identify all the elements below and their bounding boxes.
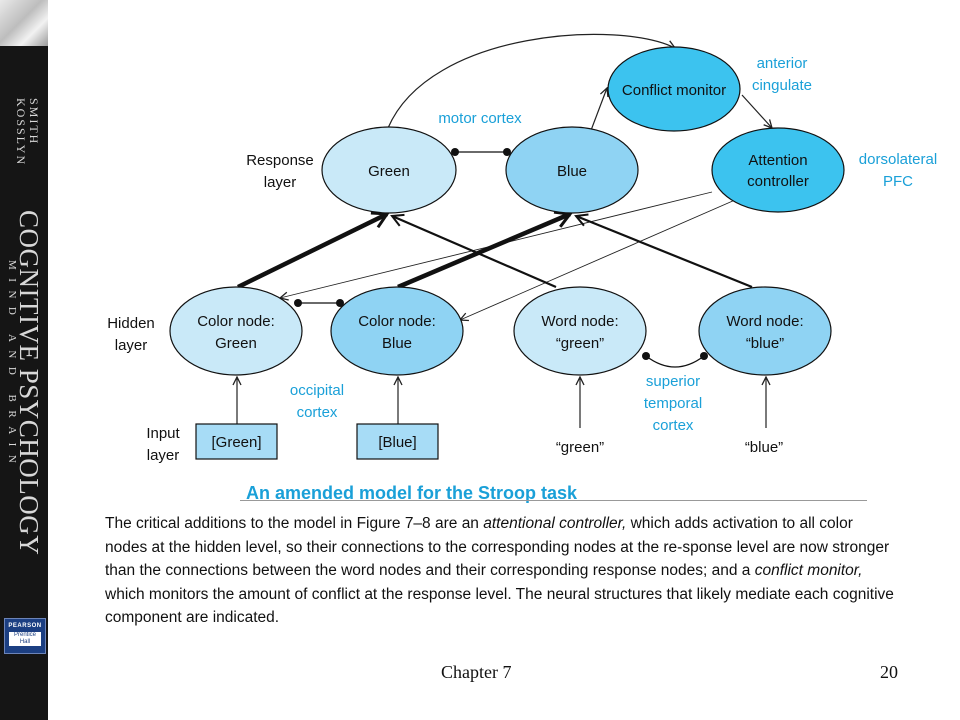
footer-page-number: 20: [880, 662, 898, 682]
node-response-green: Green: [321, 126, 457, 214]
node-attention-controller: Attention controller: [711, 127, 845, 213]
arrow-word-blue-to-response-blue: [576, 216, 753, 289]
publisher-logo: PEARSON Prentice Hall: [4, 618, 46, 654]
hidden-layer-label-1: Hidden: [107, 315, 155, 332]
response-layer-label-2: layer: [264, 174, 297, 191]
response-layer-label-1: Response: [246, 152, 314, 169]
hidden-layer-label-2: layer: [115, 337, 148, 354]
figure-title: An amended model for the Stroop task: [246, 483, 578, 503]
region-superior-2: temporal: [644, 395, 702, 412]
color-green-label-2: Green: [215, 335, 257, 352]
footer-chapter: Chapter 7: [441, 662, 512, 682]
figure-title-rule: [240, 500, 867, 501]
caption-text-1: The critical additions to the model in F…: [105, 515, 484, 532]
arrow-conflict-to-attention: [741, 94, 772, 128]
input-word-blue: “blue”: [745, 439, 783, 456]
color-green-label-1: Color node:: [197, 313, 275, 330]
inhibition-dot: [503, 148, 511, 156]
region-occipital-2: cortex: [297, 404, 338, 421]
figure-caption: The critical additions to the model in F…: [105, 512, 895, 630]
word-green-label-1: Word node:: [541, 313, 618, 330]
imprint-line-1: Prentice: [13, 632, 36, 638]
input-green-label: [Green]: [211, 434, 261, 451]
input-blue-label: [Blue]: [378, 434, 416, 451]
color-blue-label-1: Color node:: [358, 313, 436, 330]
region-anterior-1: anterior: [757, 55, 808, 72]
attention-controller-label-1: Attention: [748, 152, 807, 169]
conflict-monitor-label: Conflict monitor: [622, 82, 726, 99]
input-box-blue: [Blue]: [356, 423, 439, 460]
input-word-green: “green”: [556, 439, 604, 456]
inhibition-dot: [451, 148, 459, 156]
word-blue-label-1: Word node:: [726, 313, 803, 330]
node-color-blue: Color node: Blue: [330, 286, 464, 376]
inhibition-dot: [294, 299, 302, 307]
word-blue-label-2: “blue”: [746, 335, 784, 352]
spine-cover-image: [0, 0, 48, 46]
arc-green-to-conflict: [387, 33, 675, 129]
input-layer-label-2: layer: [147, 447, 180, 464]
publisher-imprint: Prentice Hall: [9, 632, 41, 646]
imprint-line-2: Hall: [19, 639, 31, 645]
region-motor-cortex: motor cortex: [438, 110, 522, 127]
arrow-attention-to-color-blue: [460, 199, 736, 320]
node-word-blue: Word node: “blue”: [698, 286, 832, 376]
attention-controller-label-2: controller: [747, 173, 809, 190]
node-response-blue: Blue: [505, 126, 639, 214]
region-dlpfc-2: PFC: [883, 173, 913, 190]
connections: [237, 33, 772, 428]
word-green-label-2: “green”: [556, 335, 604, 352]
caption-emphasis-1: attentional controller,: [483, 515, 627, 532]
input-box-green: [Green]: [195, 423, 278, 460]
node-word-green: Word node: “green”: [513, 286, 647, 376]
color-blue-label-2: Blue: [382, 335, 412, 352]
arrow-blue-to-conflict: [589, 88, 607, 134]
publisher-name: PEARSON: [8, 623, 42, 629]
region-anterior-2: cingulate: [752, 77, 812, 94]
response-blue-label: Blue: [557, 163, 587, 180]
inhibition-dot: [336, 299, 344, 307]
region-occipital-1: occipital: [290, 382, 344, 399]
region-dlpfc-1: dorsolateral: [859, 151, 937, 168]
inhibition-dot: [700, 352, 708, 360]
arrow-color-blue-to-response-blue: [397, 214, 570, 290]
inhibition-word: [645, 355, 705, 368]
region-superior-3: cortex: [653, 417, 694, 434]
node-color-green: Color node: Green: [169, 286, 303, 376]
book-spine: SMITH KOSSLYN COGNITIVE PSYCHOLOGY MIND …: [0, 0, 48, 720]
region-superior-1: superior: [646, 373, 700, 390]
arrow-word-green-to-response-green: [392, 216, 557, 289]
caption-emphasis-2: conflict monitor,: [754, 562, 863, 579]
response-green-label: Green: [368, 163, 410, 180]
input-layer-label-1: Input: [146, 425, 180, 442]
caption-text-2: which adds activation to all color nodes…: [105, 515, 890, 579]
arrow-color-green-to-response-green: [237, 214, 387, 290]
node-conflict-monitor: Conflict monitor: [607, 46, 741, 132]
inhibition-dot: [642, 352, 650, 360]
caption-text-3: which monitors the amount of conflict at…: [105, 585, 894, 627]
